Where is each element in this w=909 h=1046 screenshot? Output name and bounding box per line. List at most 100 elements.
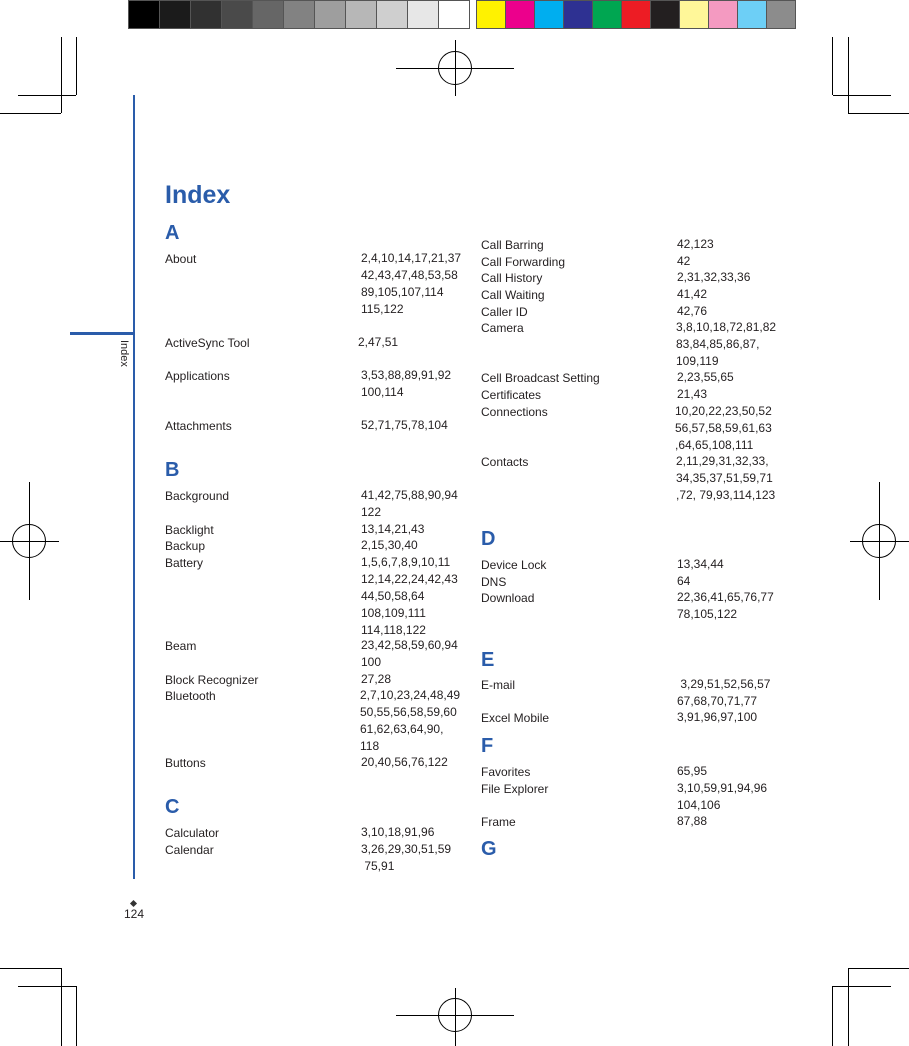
index-page-refs: 3,53,88,89,91,92 100,114 <box>361 368 452 399</box>
index-page-refs: 42,76 <box>677 304 708 318</box>
gray-swatch <box>345 0 377 29</box>
index-page-refs: 2,31,32,33,36 <box>677 270 751 284</box>
index-term: Attachments <box>165 419 232 433</box>
color-swatch <box>737 0 767 29</box>
index-page-refs: 3,29,51,52,56,57 67,68,70,71,77 <box>677 677 771 708</box>
gray-swatch <box>438 0 470 29</box>
index-term: Download <box>481 591 535 605</box>
index-term: Battery <box>165 556 204 570</box>
gray-swatch <box>128 0 160 29</box>
index-term: Call Forwarding <box>481 255 566 269</box>
color-swatch <box>679 0 709 29</box>
index-page-refs: 3,91,96,97,100 <box>677 710 758 724</box>
index-page-refs: 2,47,51 <box>358 335 399 349</box>
index-term: Calculator <box>165 826 220 840</box>
letter-heading-c: C <box>165 796 180 818</box>
index-term: Device Lock <box>481 558 547 572</box>
index-page-refs: 2,11,29,31,32,33, 34,35,37,51,59,71 ,72,… <box>676 454 776 502</box>
index-term: Caller ID <box>481 305 528 319</box>
margin-rule <box>133 95 135 879</box>
index-term: Backup <box>165 539 206 553</box>
index-term: Calendar <box>165 843 214 857</box>
color-swatch <box>708 0 738 29</box>
index-term: Contacts <box>481 455 529 469</box>
index-term: Call Waiting <box>481 288 545 302</box>
color-swatch <box>505 0 535 29</box>
color-swatch <box>592 0 622 29</box>
index-page-refs: 3,26,29,30,51,59 75,91 <box>361 842 452 873</box>
index-page-refs: 2,4,10,14,17,21,37 42,43,47,48,53,58 89,… <box>361 251 462 316</box>
index-page-refs: 3,10,18,91,96 <box>361 825 435 839</box>
index-page-refs: 1,5,6,7,8,9,10,11 12,14,22,24,42,43 44,5… <box>361 555 458 637</box>
index-term: Beam <box>165 639 197 653</box>
index-term: Connections <box>481 405 548 419</box>
color-swatch <box>534 0 564 29</box>
index-term: DNS <box>481 575 507 589</box>
gray-swatch <box>407 0 439 29</box>
index-page-refs: 23,42,58,59,60,94 100 <box>361 638 458 669</box>
index-page-refs: 52,71,75,78,104 <box>361 418 448 432</box>
index-term: E-mail <box>481 678 516 692</box>
index-term: About <box>165 252 197 266</box>
color-swatch <box>563 0 593 29</box>
index-term: Background <box>165 489 230 503</box>
index-term: Certificates <box>481 388 542 402</box>
index-page-refs: 13,34,44 <box>677 557 724 571</box>
page-number-marker-icon <box>129 899 138 908</box>
index-page-refs: 2,15,30,40 <box>361 538 418 552</box>
index-term: Camera <box>481 321 524 335</box>
index-term: Cell Broadcast Setting <box>481 371 600 385</box>
gray-swatch <box>159 0 191 29</box>
letter-heading-b: B <box>165 459 180 481</box>
color-calibration-bar <box>128 0 796 31</box>
index-page-refs: 42,123 <box>677 237 714 251</box>
gray-swatch <box>252 0 284 29</box>
index-page-refs: 3,8,10,18,72,81,82 83,84,85,86,87, 109,1… <box>676 320 777 368</box>
index-term: Applications <box>165 369 230 383</box>
letter-heading-a: A <box>165 222 180 244</box>
index-page-refs: 13,14,21,43 <box>361 522 425 536</box>
index-term: Buttons <box>165 756 206 770</box>
index-term: ActiveSync Tool <box>165 336 250 350</box>
page-number: 124 <box>124 907 145 921</box>
gray-swatch <box>376 0 408 29</box>
index-term: Backlight <box>165 523 214 537</box>
color-swatch <box>650 0 680 29</box>
letter-heading-g: G <box>481 838 497 860</box>
letter-heading-f: F <box>481 735 494 757</box>
index-page-refs: 42 <box>677 254 691 268</box>
index-page-refs: 2,23,55,65 <box>677 370 734 384</box>
section-tab-line <box>70 332 133 335</box>
index-term: Frame <box>481 815 516 829</box>
letter-heading-d: D <box>481 528 496 550</box>
gray-swatch <box>283 0 315 29</box>
index-page-refs: 22,36,41,65,76,77 78,105,122 <box>677 590 774 621</box>
page-title: Index <box>165 181 231 209</box>
index-page-refs: 20,40,56,76,122 <box>361 755 448 769</box>
index-page-refs: 65,95 <box>677 764 708 778</box>
index-page-refs: 27,28 <box>361 672 392 686</box>
color-swatch <box>621 0 651 29</box>
index-term: Block Recognizer <box>165 673 259 687</box>
color-swatch <box>766 0 796 29</box>
letter-heading-e: E <box>481 649 495 671</box>
index-page-refs: 41,42 <box>677 287 708 301</box>
color-swatch <box>476 0 506 29</box>
index-page-refs: 2,7,10,23,24,48,49 50,55,56,58,59,60 61,… <box>360 688 461 753</box>
index-page-refs: 41,42,75,88,90,94 122 <box>361 488 458 519</box>
index-term: File Explorer <box>481 782 549 796</box>
index-page-refs: 64 <box>677 574 691 588</box>
index-page-refs: 21,43 <box>677 387 708 401</box>
side-section-label: Index <box>118 340 130 367</box>
index-term: Call Barring <box>481 238 544 252</box>
index-term: Call History <box>481 271 543 285</box>
index-term: Bluetooth <box>165 689 216 703</box>
index-page-refs: 87,88 <box>677 814 708 828</box>
gray-swatch <box>190 0 222 29</box>
gray-swatch <box>221 0 253 29</box>
index-term: Favorites <box>481 765 531 779</box>
index-page-refs: 10,20,22,23,50,52 56,57,58,59,61,63 ,64,… <box>675 404 772 452</box>
index-page-refs: 3,10,59,91,94,96 104,106 <box>677 781 768 812</box>
gray-swatch <box>314 0 346 29</box>
index-term: Excel Mobile <box>481 711 550 725</box>
